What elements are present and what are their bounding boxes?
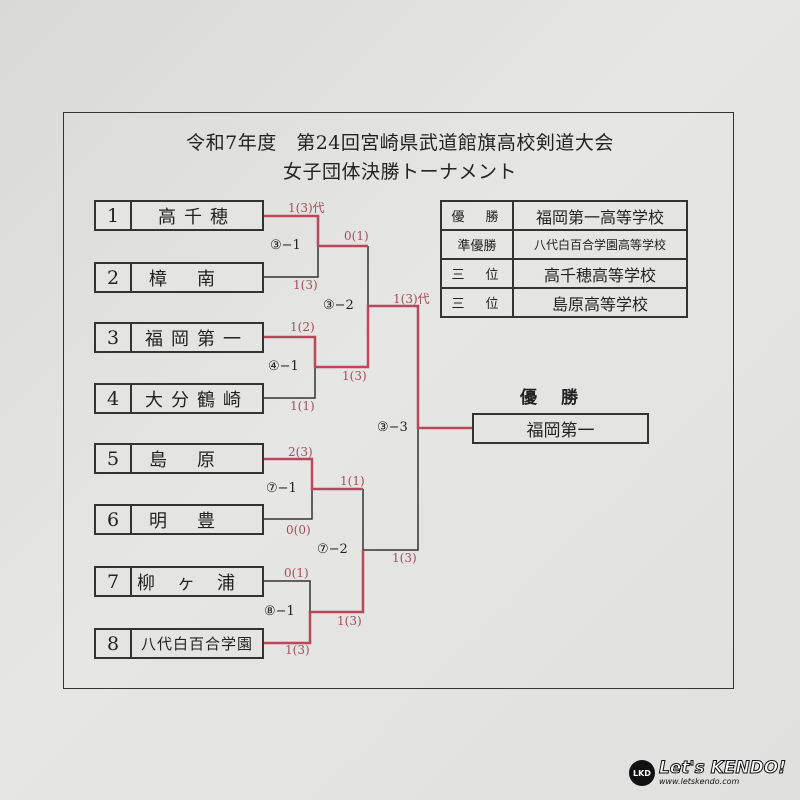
- team-name: 柳ヶ浦: [137, 572, 257, 594]
- team-name: 高千穂: [158, 206, 236, 228]
- score-label: 2(3): [288, 445, 313, 459]
- bracket-frame: [63, 112, 734, 689]
- school-name: 島原高等学校: [512, 287, 688, 318]
- team-name: 八代白百合学園: [140, 635, 253, 653]
- match-number: ⑦−2: [317, 542, 348, 557]
- team-entry-6: 6 明豊: [94, 504, 264, 535]
- bracket-line: [264, 246, 319, 278]
- team-entry-4: 4 大分鶴崎: [94, 383, 264, 414]
- match-number: ⑦−1: [266, 481, 297, 496]
- team-entry-5: 5 島原: [94, 443, 264, 474]
- results-row: 優 勝福岡第一高等学校: [440, 200, 688, 231]
- match-number: ⑧−1: [264, 604, 295, 619]
- score-label: 1(3): [285, 643, 310, 657]
- team-entry-3: 3 福岡第一: [94, 322, 264, 353]
- watermark-brand: Let's KENDO!: [658, 758, 786, 778]
- score-label: 1(3): [392, 551, 417, 565]
- team-number: 4: [96, 385, 132, 412]
- rank-label: 三 位: [440, 258, 514, 289]
- score-label: 1(3): [342, 369, 367, 383]
- winner-line: [264, 214, 368, 248]
- team-entry-8: 8 八代白百合学園: [94, 628, 264, 659]
- match-number: ③−3: [377, 420, 408, 435]
- team-name: 福岡第一: [145, 328, 249, 350]
- school-name: 高千穂高等学校: [512, 258, 688, 289]
- score-label: 1(3): [293, 278, 318, 292]
- score-label: 1(3)代: [393, 292, 430, 306]
- team-name: 大分鶴崎: [145, 389, 249, 411]
- score-label: 1(3): [337, 614, 362, 628]
- score-label: 1(1): [290, 399, 315, 413]
- rank-label: 準優勝: [440, 229, 514, 260]
- watermark-url: www.letskendo.com: [658, 777, 740, 786]
- results-row: 三 位高千穂高等学校: [440, 258, 688, 289]
- results-row: 準優勝八代白百合学園高等学校: [440, 229, 688, 260]
- match-number: ③−1: [270, 238, 301, 253]
- champion-box: 福岡第一: [472, 413, 649, 444]
- score-label: 1(3)代: [288, 201, 325, 215]
- school-name: 八代白百合学園高等学校: [512, 229, 688, 260]
- team-number: 1: [96, 202, 132, 229]
- results-row: 三 位島原高等学校: [440, 287, 688, 318]
- score-label: 0(0): [286, 523, 311, 537]
- team-number: 5: [96, 445, 132, 472]
- winner-line: [264, 457, 363, 491]
- score-label: 0(1): [344, 229, 369, 243]
- team-number: 2: [96, 264, 132, 291]
- bracket-line: [264, 367, 316, 399]
- team-number: 7: [96, 568, 132, 595]
- score-label: 0(1): [284, 566, 309, 580]
- bracket-line: [264, 489, 313, 520]
- kendo-mask-icon: LKD: [628, 760, 655, 786]
- score-label: 1(1): [340, 474, 365, 488]
- rank-label: 優 勝: [440, 200, 514, 231]
- match-number: ③−2: [323, 298, 354, 313]
- title-line-1: 令和7年度 第24回宮崎県武道館旗高校剣道大会: [186, 132, 614, 154]
- team-entry-1: 1 高千穂: [94, 200, 264, 231]
- watermark-logo: LKD Let's KENDO! www.letskendo.com: [628, 758, 787, 786]
- team-name: 明豊: [149, 510, 245, 532]
- winner-line: [264, 304, 472, 430]
- school-name: 福岡第一高等学校: [512, 200, 688, 231]
- team-number: 8: [96, 630, 132, 657]
- team-entry-2: 2 樟南: [94, 262, 264, 293]
- bracket-line: [264, 580, 311, 612]
- match-number: ④−1: [268, 359, 299, 374]
- champion-label: 優勝: [520, 388, 602, 408]
- winner-line: [264, 550, 365, 645]
- team-number: 6: [96, 506, 132, 533]
- team-name: 島原: [149, 449, 245, 471]
- team-name: 樟南: [149, 268, 245, 290]
- team-number: 3: [96, 324, 132, 351]
- score-label: 1(2): [290, 320, 315, 334]
- title-line-2: 女子団体決勝トーナメント: [282, 161, 517, 183]
- results-table: 優 勝福岡第一高等学校 準優勝八代白百合学園高等学校 三 位高千穂高等学校 三 …: [440, 200, 688, 318]
- bracket-line: [363, 428, 419, 551]
- rank-label: 三 位: [440, 287, 514, 318]
